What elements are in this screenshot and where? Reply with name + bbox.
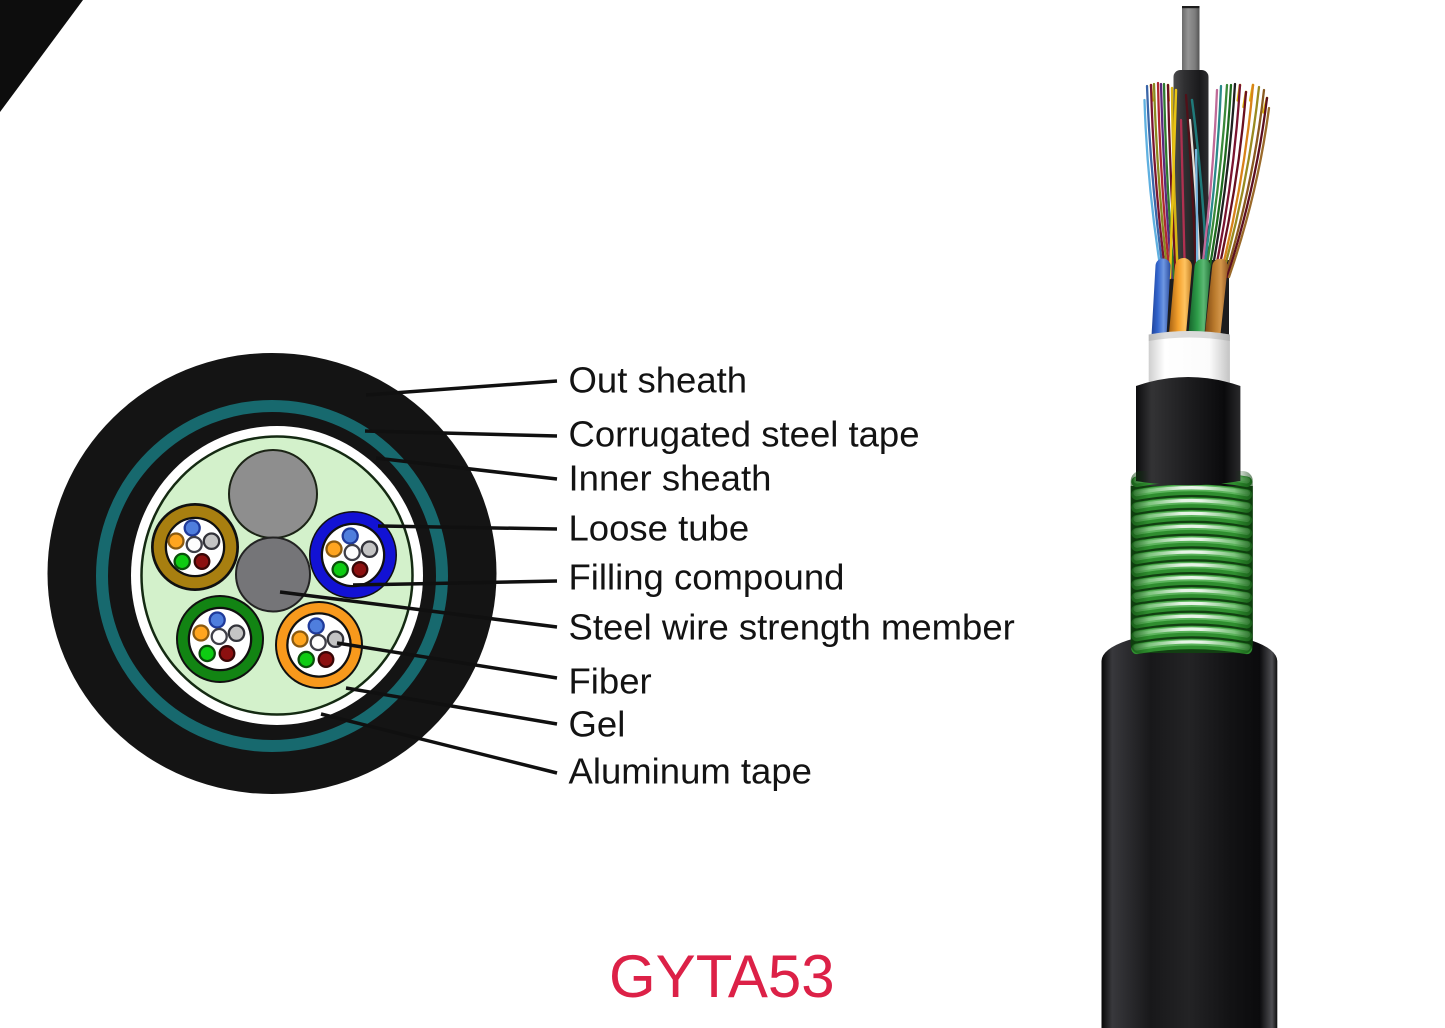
svg-text:Filling compound: Filling compound [569,557,845,598]
svg-text:Out sheath: Out sheath [569,360,748,401]
svg-text:Corrugated steel tape: Corrugated steel tape [569,414,920,455]
svg-text:Loose tube: Loose tube [569,508,750,549]
svg-text:Aluminum tape: Aluminum tape [569,751,812,792]
svg-text:Gel: Gel [569,704,626,745]
svg-text:GYTA53: GYTA53 [609,943,835,1010]
svg-text:Steel wire strength member: Steel wire strength member [569,607,1015,648]
svg-text:Inner sheath: Inner sheath [569,458,772,499]
svg-text:Fiber: Fiber [569,661,652,702]
